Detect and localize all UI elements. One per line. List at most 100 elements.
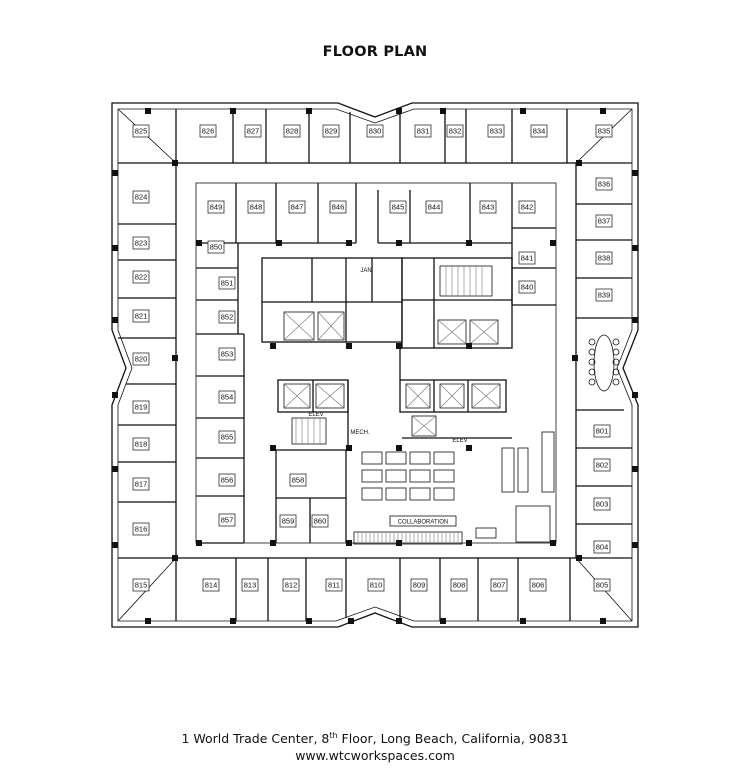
room-label-box <box>593 578 611 592</box>
room-label-box <box>425 200 443 214</box>
structural-columns <box>112 108 638 624</box>
room-810: 810 <box>367 578 385 592</box>
room-828: 828 <box>283 124 301 138</box>
room-number: 831 <box>417 127 430 136</box>
room-number: 814 <box>205 581 218 590</box>
room-number: 854 <box>221 393 234 402</box>
room-label-box <box>207 200 225 214</box>
room-812: 812 <box>282 578 300 592</box>
room-number: 810 <box>370 581 383 590</box>
room-label-box <box>132 124 150 138</box>
room-label-box <box>389 200 407 214</box>
building-shell <box>111 102 639 628</box>
room-label-box <box>132 352 150 366</box>
room-label-box <box>289 473 307 487</box>
room-814: 814 <box>202 578 220 592</box>
room-label-box <box>218 347 236 361</box>
room-number: 818 <box>135 440 148 449</box>
room-803: 803 <box>593 497 611 511</box>
room-number: 809 <box>413 581 426 590</box>
room-834: 834 <box>530 124 548 138</box>
room-number: 803 <box>596 500 609 509</box>
room-number: 843 <box>482 203 495 212</box>
room-label-box <box>132 522 150 536</box>
room-number: 859 <box>282 517 295 526</box>
room-label-box <box>218 310 236 324</box>
room-824: 824 <box>132 190 150 204</box>
elevator-label-lower: ELEV <box>308 412 323 418</box>
room-813: 813 <box>241 578 259 592</box>
room-label-box <box>241 578 259 592</box>
room-label-box <box>487 124 505 138</box>
room-number: 855 <box>221 433 234 442</box>
room-label-box <box>207 240 225 254</box>
room-label-box <box>446 124 464 138</box>
room-number: 823 <box>135 239 148 248</box>
mechanical-label: MECH. <box>350 430 370 436</box>
room-label-box <box>414 124 432 138</box>
room-label-box <box>518 251 536 265</box>
room-number: 848 <box>250 203 263 212</box>
room-802: 802 <box>593 458 611 472</box>
perimeter-partitions-right <box>576 162 632 559</box>
room-label-box <box>247 200 265 214</box>
room-label-box <box>132 236 150 250</box>
footer-url[interactable]: www.wtcworkspaces.com <box>295 748 455 763</box>
room-840: 840 <box>518 280 536 294</box>
room-845: 845 <box>389 200 407 214</box>
room-854: 854 <box>218 390 236 404</box>
room-number: 847 <box>291 203 304 212</box>
room-818: 818 <box>132 437 150 451</box>
collaboration-label: COLLABORATION <box>398 520 449 526</box>
room-838: 838 <box>595 251 613 265</box>
room-label-box <box>595 177 613 191</box>
room-number: 821 <box>135 312 148 321</box>
room-number: 852 <box>221 313 234 322</box>
room-832: 832 <box>446 124 464 138</box>
room-822: 822 <box>132 270 150 284</box>
room-839: 839 <box>595 288 613 302</box>
room-835: 835 <box>595 124 613 138</box>
room-label-box <box>325 578 343 592</box>
room-846: 846 <box>329 200 347 214</box>
room-number: 846 <box>332 203 345 212</box>
room-826: 826 <box>199 124 217 138</box>
room-number: 844 <box>428 203 441 212</box>
room-number: 801 <box>596 427 609 436</box>
room-847: 847 <box>288 200 306 214</box>
room-831: 831 <box>414 124 432 138</box>
room-label-box <box>595 251 613 265</box>
room-858: 858 <box>289 473 307 487</box>
footer-address-ordinal: th <box>329 731 338 740</box>
footer-address: 1 World Trade Center, 8th Floor, Long Be… <box>0 731 750 746</box>
room-number: 850 <box>210 243 223 252</box>
perimeter-partitions-bottom <box>175 558 571 621</box>
room-label-box <box>518 280 536 294</box>
room-830: 830 <box>366 124 384 138</box>
room-number: 860 <box>314 517 327 526</box>
room-label-box <box>490 578 508 592</box>
perimeter-partitions-left <box>118 162 176 559</box>
room-label-box <box>518 200 536 214</box>
room-label-box <box>450 578 468 592</box>
room-number: 826 <box>202 127 215 136</box>
room-label-box <box>593 458 611 472</box>
room-843: 843 <box>479 200 497 214</box>
room-number: 812 <box>285 581 298 590</box>
room-856: 856 <box>218 473 236 487</box>
room-number: 807 <box>493 581 506 590</box>
room-label-box <box>218 513 236 527</box>
room-number: 858 <box>292 476 305 485</box>
room-number: 832 <box>449 127 462 136</box>
room-827: 827 <box>244 124 262 138</box>
building-core <box>261 257 513 450</box>
room-label-box <box>530 124 548 138</box>
room-842: 842 <box>518 200 536 214</box>
room-number: 838 <box>598 254 611 263</box>
room-804: 804 <box>593 540 611 554</box>
room-number: 845 <box>392 203 405 212</box>
room-number: 841 <box>521 254 534 263</box>
room-837: 837 <box>595 214 613 228</box>
room-label-box <box>199 124 217 138</box>
